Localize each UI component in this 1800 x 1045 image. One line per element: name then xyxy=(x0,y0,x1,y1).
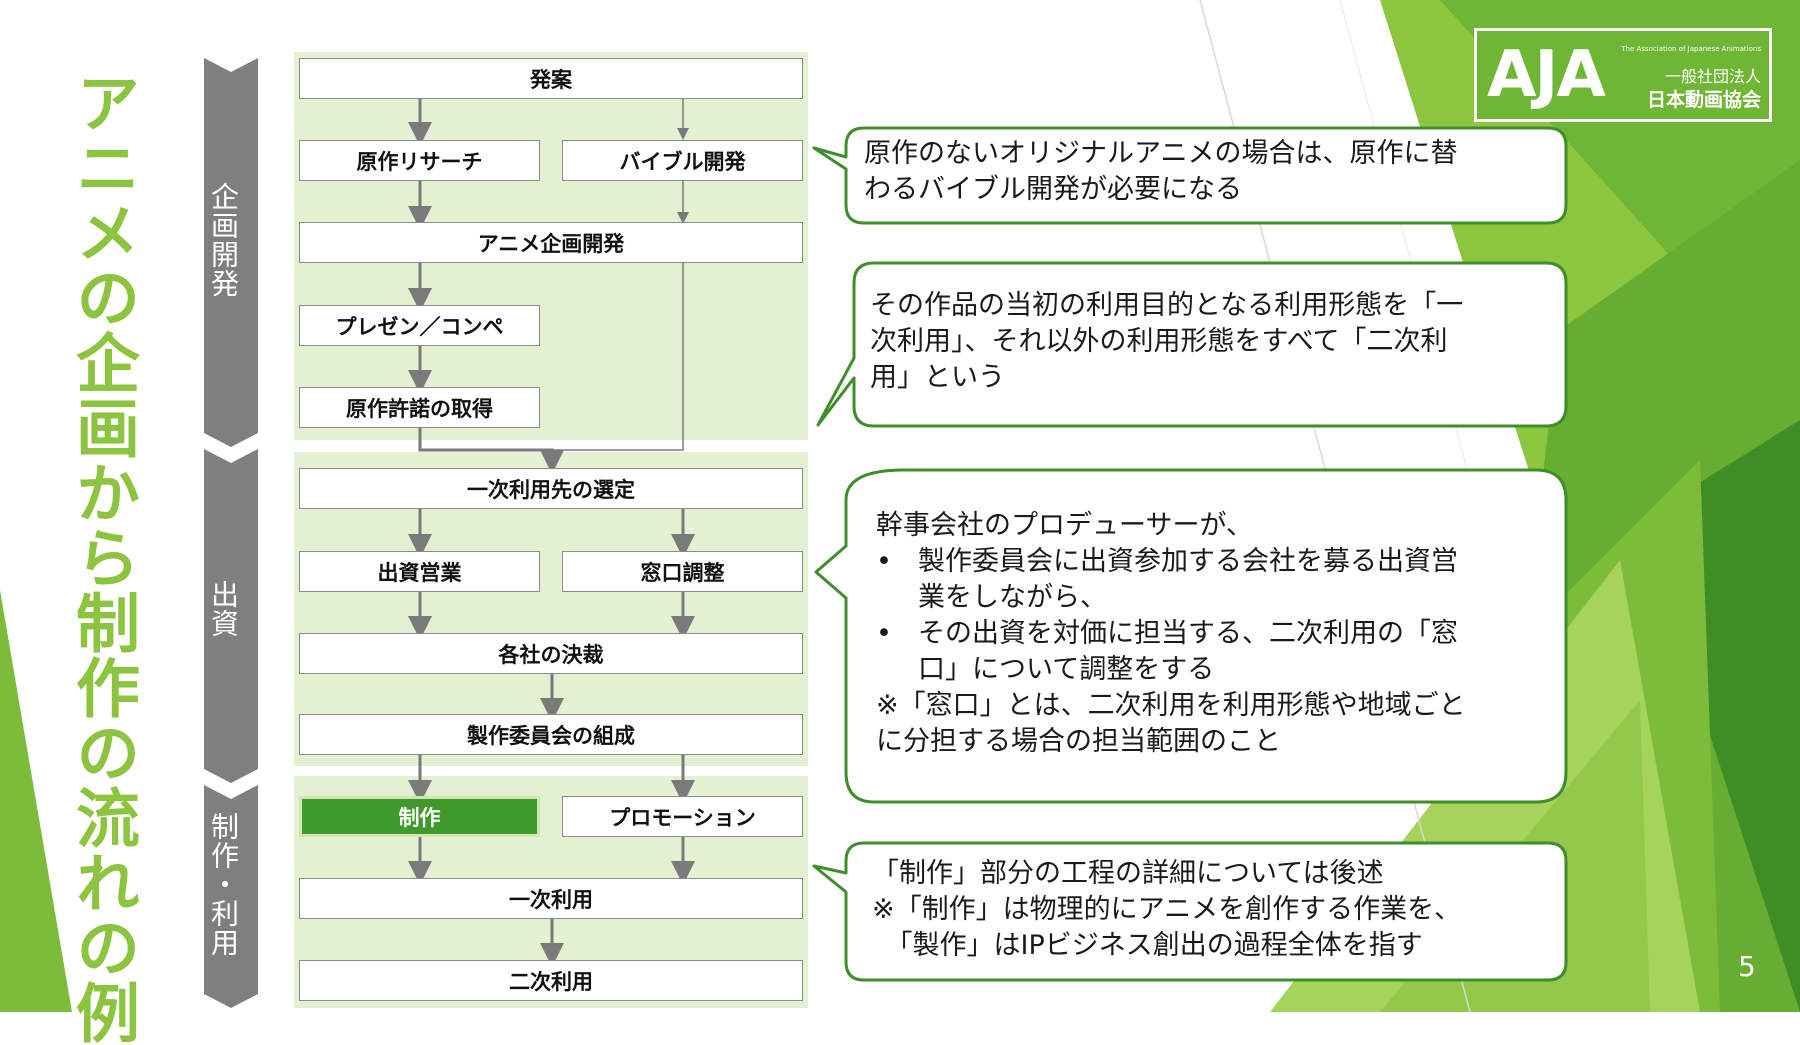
box-original-research: 原作リサーチ xyxy=(299,140,540,181)
callout-bubbles xyxy=(812,126,1568,982)
box-anime-planning: アニメ企画開発 xyxy=(299,222,803,263)
callout-2-line: 次利用」、それ以外の利用形態をすべて「二次利 xyxy=(870,326,1448,357)
phase-label-production: 制作・利用 xyxy=(207,812,240,957)
box-production: 制作 xyxy=(299,796,540,837)
callout-4-line: ※「制作」は物理的にアニメを創作する作業を、 xyxy=(872,894,1462,925)
box-presentation: プレゼン／コンペ xyxy=(299,305,540,346)
box-window-coordination: 窓口調整 xyxy=(562,551,803,592)
callout-4-line: 「制作」部分の工程の詳細については後述 xyxy=(872,858,1384,889)
callout-3-note-line: に分担する場合の担当範囲のこと xyxy=(876,726,1281,757)
phase-chevron-production xyxy=(204,785,258,1008)
callout-3-intro: 幹事会社のプロデューサーが、 xyxy=(876,510,1253,541)
callout-1-line: わるバイブル開発が必要になる xyxy=(864,174,1242,205)
line-planning-selection xyxy=(552,263,684,451)
callout-3-bullet-2-line: 口」について調整をする xyxy=(918,654,1215,685)
logo-jp-line-1: 一般社団法人 xyxy=(1664,67,1761,86)
callout-bubble-4 xyxy=(812,841,1568,982)
flow-connectors xyxy=(408,99,695,967)
callout-3-text: 幹事会社のプロデューサーが、 • 製作委員会に出資参加する会社を募る出資営 業をし… xyxy=(876,508,1466,760)
box-license-acquisition: 原作許諾の取得 xyxy=(299,387,540,428)
phase-chevron-planning xyxy=(204,58,258,447)
box-bible-development: バイブル開発 xyxy=(562,140,803,181)
slide-title: アニメの企画から制作の流れの例 xyxy=(65,70,139,1045)
box-primary-use: 一次利用 xyxy=(299,878,803,919)
logo-main-text: AJA xyxy=(1487,38,1606,112)
box-secondary-use: 二次利用 xyxy=(299,960,803,1001)
callout-2-text: その作品の当初の利用目的となる利用形態を「一 次利用」、それ以外の利用形態をすべ… xyxy=(870,288,1463,396)
callout-3-note-line: ※「窓口」とは、二次利用を利用形態や地域ごと xyxy=(876,690,1466,721)
arrow-license-selection xyxy=(418,428,564,474)
callout-4-line: 「製作」はIPビジネス創出の過程全体を指す xyxy=(872,930,1423,961)
phase-chevron-bar xyxy=(204,58,258,1008)
callout-3-bullet-1-line: 製作委員会に出資参加する会社を募る出資営 xyxy=(918,546,1458,577)
callout-1-text: 原作のないオリジナルアニメの場合は、原作に替 わるバイブル開発が必要になる xyxy=(864,136,1457,208)
phase-label-investment: 出資 xyxy=(207,580,240,638)
callout-3-bullet-1-line: 業をしながら、 xyxy=(918,582,1107,613)
phase-label-planning: 企画開発 xyxy=(207,182,240,298)
callout-bubble-3 xyxy=(814,468,1568,804)
phase-chevron-investment xyxy=(204,449,258,783)
page-number: 5 xyxy=(1738,950,1756,983)
box-investment-sales: 出資営業 xyxy=(299,551,540,592)
box-primary-use-selection: 一次利用先の選定 xyxy=(299,468,803,509)
bullet-mark: • xyxy=(876,546,892,577)
box-company-approval: 各社の決裁 xyxy=(299,633,803,674)
callout-bubble-1 xyxy=(812,126,1568,225)
box-committee-formation: 製作委員会の組成 xyxy=(299,714,803,755)
aja-logo: AJA The Association of Japanese Animatio… xyxy=(1474,28,1772,122)
box-promotion: プロモーション xyxy=(562,796,803,837)
logo-jp-line-2: 日本動画協会 xyxy=(1646,89,1761,111)
callout-4-text: 「制作」部分の工程の詳細については後述 ※「制作」は物理的にアニメを創作する作業… xyxy=(872,856,1461,964)
bullet-mark: • xyxy=(876,618,892,649)
logo-english-text: The Association of Japanese Animations xyxy=(1621,45,1761,53)
box-proposal: 発案 xyxy=(299,58,803,99)
callout-2-line: 用」という xyxy=(870,362,1005,393)
callout-3-bullet-2-line: その出資を対価に担当する、二次利用の「窓 xyxy=(918,618,1458,649)
callout-2-line: その作品の当初の利用目的となる利用形態を「一 xyxy=(870,290,1464,321)
callout-bubble-2 xyxy=(816,261,1568,428)
callout-1-line: 原作のないオリジナルアニメの場合は、原作に替 xyxy=(864,138,1458,169)
